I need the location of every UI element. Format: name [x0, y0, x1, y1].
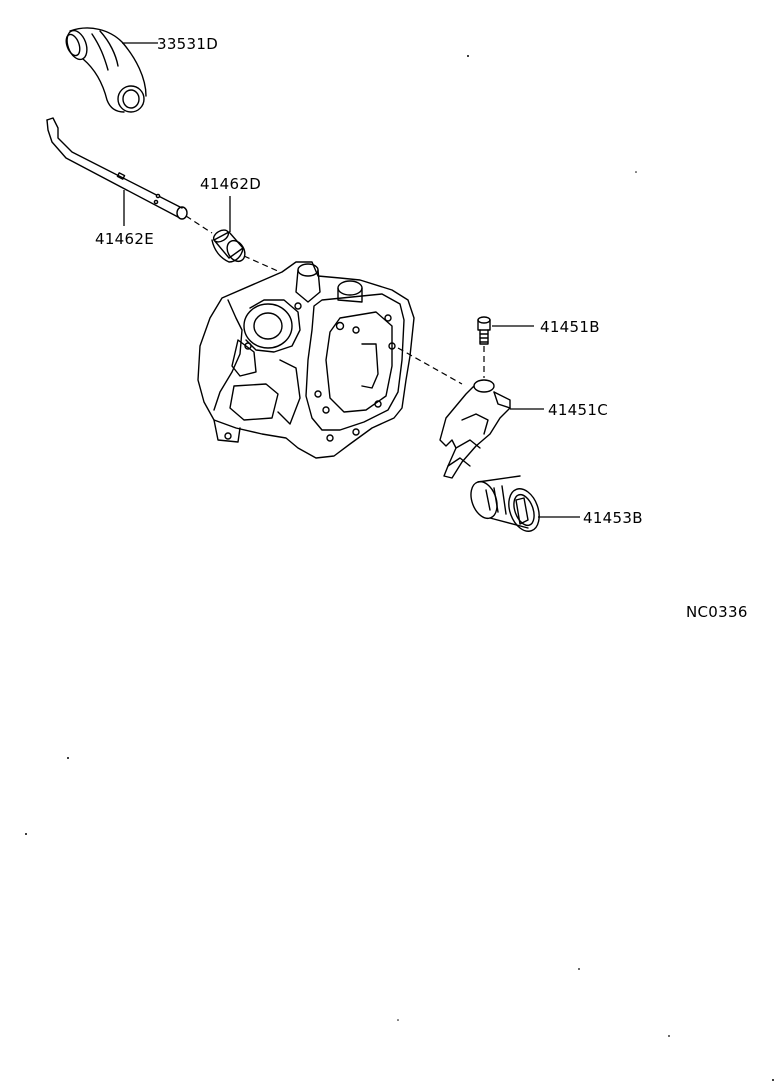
shift-fork-part	[439, 379, 511, 479]
bushing-to-housing-dash	[243, 255, 281, 273]
bushing-part	[211, 229, 246, 263]
bolt-part	[477, 316, 491, 345]
transfer-housing-part	[197, 261, 415, 459]
label-41451c: 41451C	[548, 401, 608, 419]
label-33531d: 33531D	[157, 35, 218, 53]
boot-part	[65, 27, 147, 113]
label-41453b: 41453B	[583, 509, 643, 527]
figure-code: NC0336	[686, 603, 748, 621]
shift-rod-part	[46, 117, 188, 220]
scan-specks	[25, 55, 774, 1081]
sleeve-part	[470, 475, 540, 532]
housing-to-fork-dash	[397, 347, 463, 385]
label-41462d: 41462D	[200, 175, 261, 193]
label-41451b: 41451B	[540, 318, 600, 336]
label-41462e: 41462E	[95, 230, 154, 248]
rod-to-bushing-dash	[185, 215, 213, 234]
